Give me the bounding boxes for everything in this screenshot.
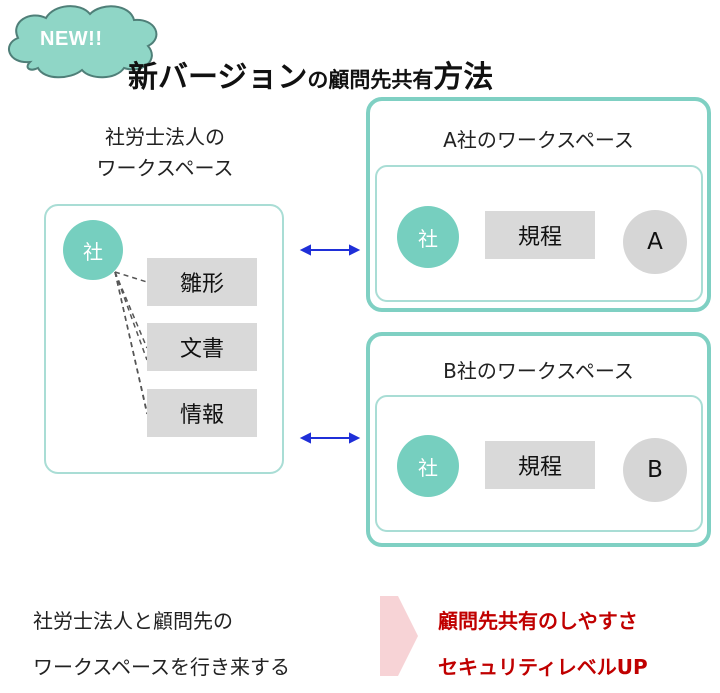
bottom-left-line1: 社労士法人と顧問先の <box>33 609 233 633</box>
new-badge-text: NEW!! <box>40 28 103 50</box>
new-badge-cloud <box>7 5 158 79</box>
workspace-a-inner <box>375 165 703 302</box>
workspace-a-outer <box>366 97 711 312</box>
left-label-line2: ワークスペース <box>96 156 234 180</box>
left-item-document: 文書 <box>147 323 257 371</box>
left-workspace-label: 社労士法人の ワークスペース <box>40 122 290 184</box>
title-part3: 方法 <box>433 60 494 95</box>
chevron-right-icon <box>380 596 418 676</box>
title-part2: の顧問先共有 <box>307 68 434 92</box>
workspace-b-title: B社のワークスペース <box>443 359 634 383</box>
left-item-template: 雛形 <box>147 258 257 306</box>
workspace-b-client: B <box>623 438 687 502</box>
workspace-a-client: A <box>623 210 687 274</box>
workspace-a-title: A社のワークスペース <box>443 128 634 152</box>
left-label-line1: 社労士法人の <box>105 125 225 149</box>
workspace-a-node: 社 <box>397 206 459 268</box>
bottom-right-line1: 顧問先共有のしやすさ <box>438 609 638 633</box>
bottom-left-line2: ワークスペースを行き来する <box>33 655 290 679</box>
left-node-circle: 社 <box>63 220 123 280</box>
workspace-b-doc: 規程 <box>485 441 595 489</box>
bottom-right-line2: セキュリティレベルUP <box>438 655 648 679</box>
workspace-b-inner <box>375 395 703 532</box>
title-part1: 新バージョン <box>128 60 308 95</box>
workspace-b-node: 社 <box>397 435 459 497</box>
left-item-info: 情報 <box>147 389 257 437</box>
workspace-a-doc: 規程 <box>485 211 595 259</box>
page-title: 新バージョンの顧問先共有方法 <box>128 52 493 96</box>
